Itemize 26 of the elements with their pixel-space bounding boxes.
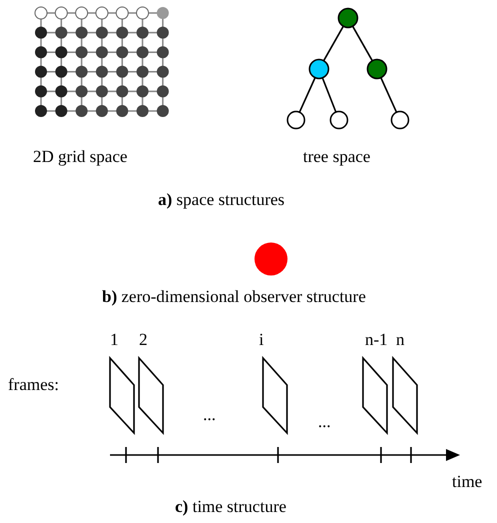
tree-branch (298, 78, 316, 112)
frame-number: 2 (139, 330, 148, 350)
caption: b) zero-dimensional observer structure (102, 287, 366, 307)
tree-branch (323, 26, 344, 61)
tree-node (337, 7, 359, 29)
caption: a) space structures (158, 190, 285, 210)
tree-node (390, 110, 410, 130)
caption: c) time structure (175, 497, 286, 517)
frame-number: n-1 (365, 330, 388, 350)
caption: 2D grid space (33, 147, 128, 167)
tree-node (308, 58, 330, 80)
frame-number: i (259, 330, 264, 350)
frame-number: 1 (110, 330, 118, 350)
row-label: frames: (8, 375, 59, 395)
tree-branch (352, 26, 373, 61)
tree-branch (380, 78, 398, 112)
tree-node (329, 110, 349, 130)
caption: tree space (303, 147, 370, 167)
axis-label: time (452, 472, 482, 492)
tree-node (286, 110, 306, 130)
tree-node (366, 58, 388, 80)
observer-dot (253, 241, 289, 277)
frame-number: n (396, 330, 404, 350)
ellipsis: ... (203, 405, 216, 425)
ellipsis: ... (318, 412, 331, 432)
tree-branch (322, 78, 336, 112)
